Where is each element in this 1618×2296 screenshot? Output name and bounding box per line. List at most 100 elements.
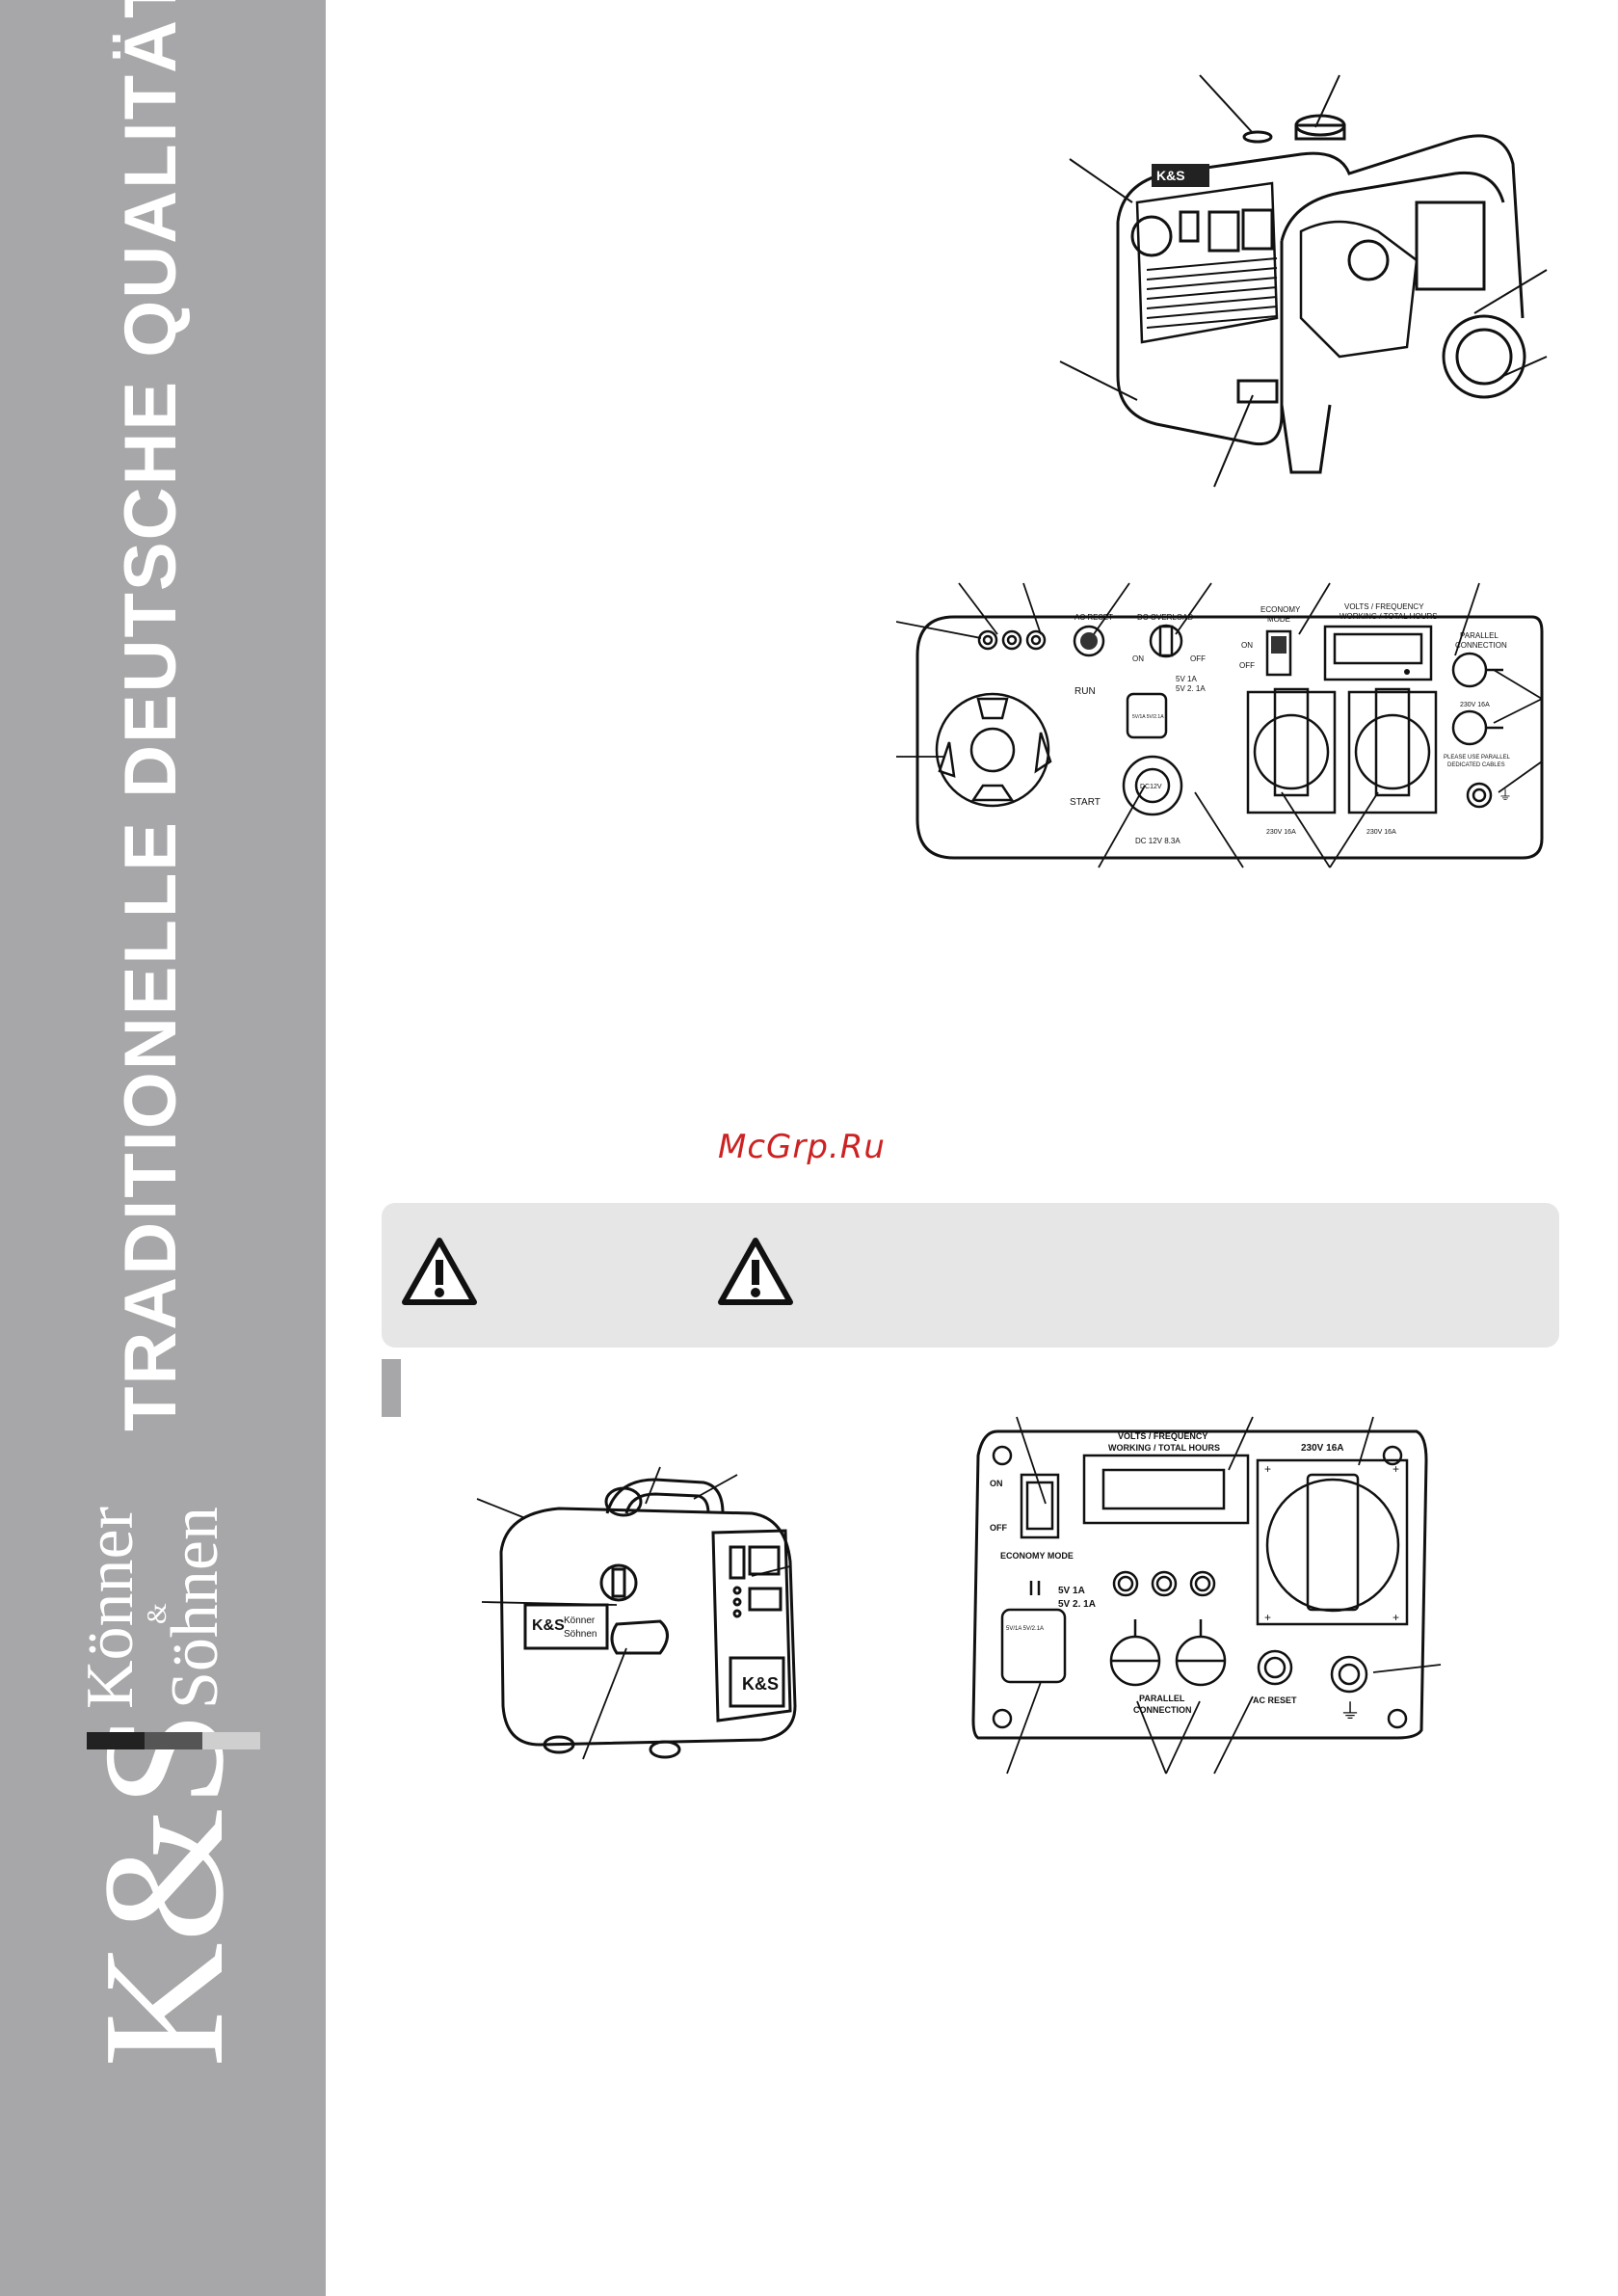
- dc-on-label: ON: [1132, 654, 1144, 663]
- ac-socket: [1265, 1478, 1400, 1613]
- choke-start-dial-center: [969, 727, 1016, 773]
- start-label: START: [1070, 797, 1101, 808]
- ac-socket-rating-1: 230V 16A: [1266, 829, 1296, 836]
- economy-switch: [1265, 629, 1292, 677]
- indicator-lamp-inner: [982, 634, 994, 646]
- plus-mark: +: [1393, 1462, 1399, 1476]
- dc12v-socket-inner: [1134, 767, 1171, 804]
- ground-icon: ⏚: [1339, 1699, 1361, 1723]
- usb-rating-1: 5V 1A: [1058, 1586, 1085, 1596]
- usb-handle: [1029, 1581, 1041, 1595]
- indicator-lamp: [1025, 629, 1047, 651]
- indicator-lamp-inner: [1194, 1575, 1211, 1592]
- display: [748, 1545, 781, 1576]
- ac-socket-cover: [1306, 1473, 1360, 1612]
- dc12v-label: DC12V: [1140, 784, 1162, 790]
- brand-bar-mid: [145, 1732, 202, 1749]
- fuel-gauge: [1242, 130, 1273, 144]
- plus-mark: +: [1264, 1462, 1271, 1476]
- ac-reset-button-center: [1080, 632, 1098, 650]
- frame-clamp: [1236, 379, 1279, 404]
- engine-block: [1299, 220, 1419, 359]
- usb-port-label: 5V/1A 5V/2.1A: [1132, 714, 1164, 720]
- brand-label-line2: Söhnen: [564, 1629, 597, 1640]
- dc-rating: DC 12V 8.3A: [1135, 837, 1180, 845]
- indicator-lamp-inner: [1155, 1575, 1173, 1592]
- panel-screw: [1387, 1708, 1408, 1729]
- ac-socket-cover: [1374, 687, 1411, 797]
- display-label-1: VOLTS / FREQUENCY: [1118, 1431, 1207, 1441]
- side-panel: [711, 1529, 792, 1722]
- economy-switch: [1020, 1473, 1060, 1539]
- dc-off-label: OFF: [1190, 654, 1206, 663]
- brand-name-line2: Söhnen: [158, 1507, 232, 1709]
- large-generator-illustration: K&S: [1059, 74, 1548, 488]
- parallel-label-2: CONNECTION: [1133, 1705, 1192, 1715]
- economy-label-2: MODE: [1267, 615, 1290, 624]
- support-foot: [1280, 404, 1332, 474]
- callout-line: [1314, 74, 1340, 128]
- panel-screw: [992, 1445, 1013, 1466]
- pull-start-socket: [1130, 215, 1173, 257]
- carry-handle-inner: [624, 1492, 710, 1514]
- economy-label: ECONOMY MODE: [1000, 1551, 1074, 1561]
- ac-reset-label: AC RESET: [1074, 613, 1113, 622]
- small-generator-illustration: K&S K&S Könner Söhnen: [476, 1466, 797, 1760]
- usb-port: [1126, 692, 1168, 739]
- lower-panel: [729, 1656, 785, 1708]
- indicator-lamp: [977, 629, 998, 651]
- multi-display: [1082, 1454, 1250, 1525]
- parallel-label-2: CONNECTION: [1455, 641, 1507, 650]
- ac-reset-button-inner: [1263, 1656, 1286, 1679]
- brand-label: [523, 1603, 609, 1650]
- carry-handle: [605, 1478, 725, 1514]
- brand-logo: K&S: [67, 1710, 259, 2068]
- indicator: [732, 1609, 742, 1618]
- display-label-2: WORKING / TOTAL HOURS: [1339, 612, 1438, 621]
- indicator-lamp: [1189, 1570, 1216, 1597]
- dial-grip: [1034, 732, 1052, 774]
- tagline: TRADITIONELLE DEUTSCHE QUALITÄT: [110, 0, 192, 1431]
- indicator-lamp-inner: [1030, 634, 1042, 646]
- run-label: RUN: [1074, 686, 1096, 697]
- brand-name-line1: Könner: [73, 1507, 147, 1709]
- callout-line: [1059, 360, 1138, 401]
- frame-front: [1116, 222, 1284, 446]
- brand-label-line1: Könner: [564, 1615, 596, 1626]
- frame-rail: [1280, 171, 1505, 242]
- usb-rating-1: 5V 1A: [1176, 675, 1197, 683]
- callout-line: [1473, 269, 1548, 314]
- ac-socket-rating-2: 230V 16A: [1366, 829, 1396, 836]
- usb-port: [748, 1587, 782, 1612]
- large-control-panel: AC RESET DC OVERLOAD ON OFF ECONOMY MODE…: [896, 582, 1544, 868]
- multi-display-screen: [1333, 632, 1423, 665]
- callout-line: [1199, 74, 1254, 134]
- brand-label-logo: K&S: [532, 1617, 565, 1634]
- dc-overload-knob-handle: [1158, 625, 1174, 657]
- dial-grip: [970, 784, 1015, 802]
- economy-on-label: ON: [1241, 641, 1253, 650]
- parallel-label-1: PARALLEL: [1460, 631, 1499, 640]
- display-button: [1404, 669, 1410, 675]
- switch-off-label: OFF: [990, 1523, 1007, 1533]
- watermark: McGrp.Ru: [718, 1128, 886, 1166]
- parallel-note-2: DEDICATED CABLES: [1447, 762, 1505, 768]
- usb-outlet: [1179, 210, 1200, 243]
- panel-logo: K&S: [742, 1674, 779, 1694]
- pull-start-handle: [599, 1563, 638, 1602]
- usb-rating-2: 5V 2. 1A: [1176, 684, 1206, 693]
- fuel-cap-body: [1294, 123, 1346, 141]
- socket-outlet: [1207, 210, 1240, 253]
- indicator-lamp: [1112, 1570, 1139, 1597]
- brand-plate-logo: K&S: [1156, 168, 1185, 183]
- ac-reset-button: [1257, 1649, 1293, 1686]
- switch-on-label: ON: [990, 1479, 1003, 1488]
- ac-socket-plate: [1256, 1458, 1409, 1626]
- panel-face: [1135, 181, 1279, 344]
- air-filter: [1415, 200, 1486, 291]
- callout-line: [1069, 158, 1133, 203]
- indicator-lamp: [1001, 629, 1022, 651]
- indicator: [732, 1586, 742, 1595]
- dial-grip: [976, 697, 1009, 720]
- socket-rating: 230V 16A: [1301, 1443, 1343, 1454]
